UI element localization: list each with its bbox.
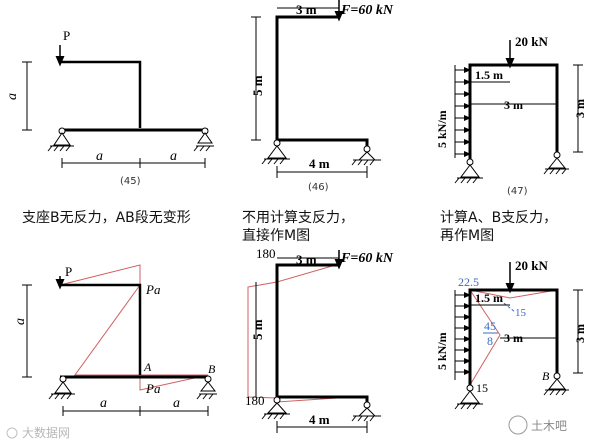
pin-support-a-47 [454, 158, 483, 184]
pin-support-a-sol-45 [48, 375, 75, 400]
distributed-load-label-47: 5 kN/m [435, 110, 449, 148]
dim-label-4m-sol-46: 4 m [309, 412, 330, 427]
caption-46-line2: 直接作M图 [242, 227, 310, 244]
dim-label-3m-h-47: 3 m [504, 98, 523, 112]
load-label-46: F=60 kN [340, 3, 394, 18]
dim-label-3m-v-sol-47: 3 m [573, 324, 587, 343]
dim-label-5m-46: 5 m [250, 75, 265, 96]
pin-support-left-46 [261, 139, 290, 165]
roller-support-b-45 [193, 127, 214, 152]
dim-label-4m-46: 4 m [309, 156, 330, 171]
pin-support-right-sol-46 [351, 401, 381, 422]
solution-45: P Pa A Pa B a a a [13, 264, 217, 416]
dim-label-5m-sol-46: 5 m [250, 319, 265, 340]
distributed-load-sol-47 [454, 290, 471, 380]
diagram-46: F=60 kN 3 m 5 m 4 m (46) 不用计算支反力， 直接作M图 [242, 0, 394, 244]
moment-value-top-46: 180 [256, 246, 276, 261]
frame-46 [275, 15, 369, 148]
moment-value-8-47: 8 [487, 334, 493, 348]
dim-label-a-right-45: a [170, 149, 177, 164]
load-label-sol-45: P [65, 264, 72, 279]
pin-support-b-47 [543, 151, 569, 175]
dim-label-a-right-sol-45: a [173, 396, 180, 411]
pin-support-right-46 [351, 145, 381, 166]
watermark-text-right: 土木吧 [531, 419, 567, 433]
pin-support-left-sol-46 [261, 396, 290, 420]
diagram-47: 20 kN 5 kN/m 1.5 m 3 m 3 m [435, 34, 587, 244]
reaction-value-15-47: 15 [476, 381, 488, 395]
leader-line-15-47 [499, 299, 516, 313]
caption-45: 支座B无反力，AB段无变形 [22, 210, 191, 226]
solution-47: 20 kN 5 kN/m 22.5 1.5 m 15 45 8 3 m 3 m … [435, 258, 587, 410]
pin-support-b-sol-47 [543, 372, 569, 396]
dim-label-1-5m-sol-47: 1.5 m [475, 291, 503, 305]
moment-value-15-beam-47: 15 [515, 307, 527, 319]
frame-sol-45 [58, 283, 142, 375]
watermark-bottom-left: 大数据网 [6, 425, 70, 440]
load-label-45: P [63, 28, 70, 43]
figure-number-46: (46) [308, 182, 329, 193]
pin-support-a-sol-47 [454, 384, 483, 410]
dim-label-a-left-45: a [96, 149, 103, 164]
dim-label-a-vertical-45: a [5, 93, 20, 100]
caption-47-line2: 再作M图 [440, 228, 494, 244]
roller-support-b-sol-45 [196, 375, 217, 400]
dim-label-3m-h-sol-47: 3 m [504, 331, 523, 345]
load-label-sol-46: F=60 kN [340, 251, 394, 266]
caption-46-line1: 不用计算支反力， [242, 210, 354, 226]
frame-sol-46 [275, 263, 369, 403]
figure-number-47: (47) [507, 186, 528, 197]
moment-value-bottom-46: 180 [245, 393, 265, 408]
moment-diagram-bottom-45 [139, 374, 209, 391]
load-label-47: 20 kN [515, 34, 548, 49]
watermark-bottom-right: 土木吧 [508, 415, 567, 435]
load-label-sol-47: 20 kN [515, 258, 548, 273]
moment-diagram-a-45 [74, 283, 141, 376]
caption-47-line1: 计算A、B支反力， [440, 210, 557, 226]
dim-label-3m-v-47: 3 m [573, 99, 587, 118]
distributed-load-47 [454, 65, 471, 158]
dim-label-a-vertical-sol-45: a [13, 318, 28, 325]
moment-label-pa-top-45: Pa [145, 282, 161, 297]
joint-label-b-45: B [208, 362, 216, 376]
dim-label-a-left-sol-45: a [100, 396, 107, 411]
watermark-text-left: 大数据网 [22, 425, 70, 440]
frame-45 [58, 60, 142, 128]
distributed-load-label-sol-47: 5 kN/m [435, 332, 449, 370]
pin-support-a-45 [47, 127, 74, 152]
moment-label-pa-bottom-45: Pa [145, 381, 161, 396]
solution-46: F=60 kN 3 m 180 180 5 m 4 m [245, 246, 394, 433]
figure-number-45: (45) [120, 176, 141, 187]
dim-label-1-5m-47: 1.5 m [475, 68, 503, 82]
dim-label-3m-46: 3 m [296, 2, 317, 17]
joint-label-a-45: A [143, 360, 152, 374]
dim-label-3m-sol-46: 3 m [296, 252, 317, 267]
diagram-45: P a a a (45) 支座B无反力，AB段无变形 [5, 28, 214, 226]
joint-label-b-47: B [542, 369, 550, 383]
moment-value-22-5-47: 22.5 [458, 275, 479, 289]
wechat-icon [508, 415, 528, 435]
moment-value-45-47: 45 [484, 319, 496, 333]
